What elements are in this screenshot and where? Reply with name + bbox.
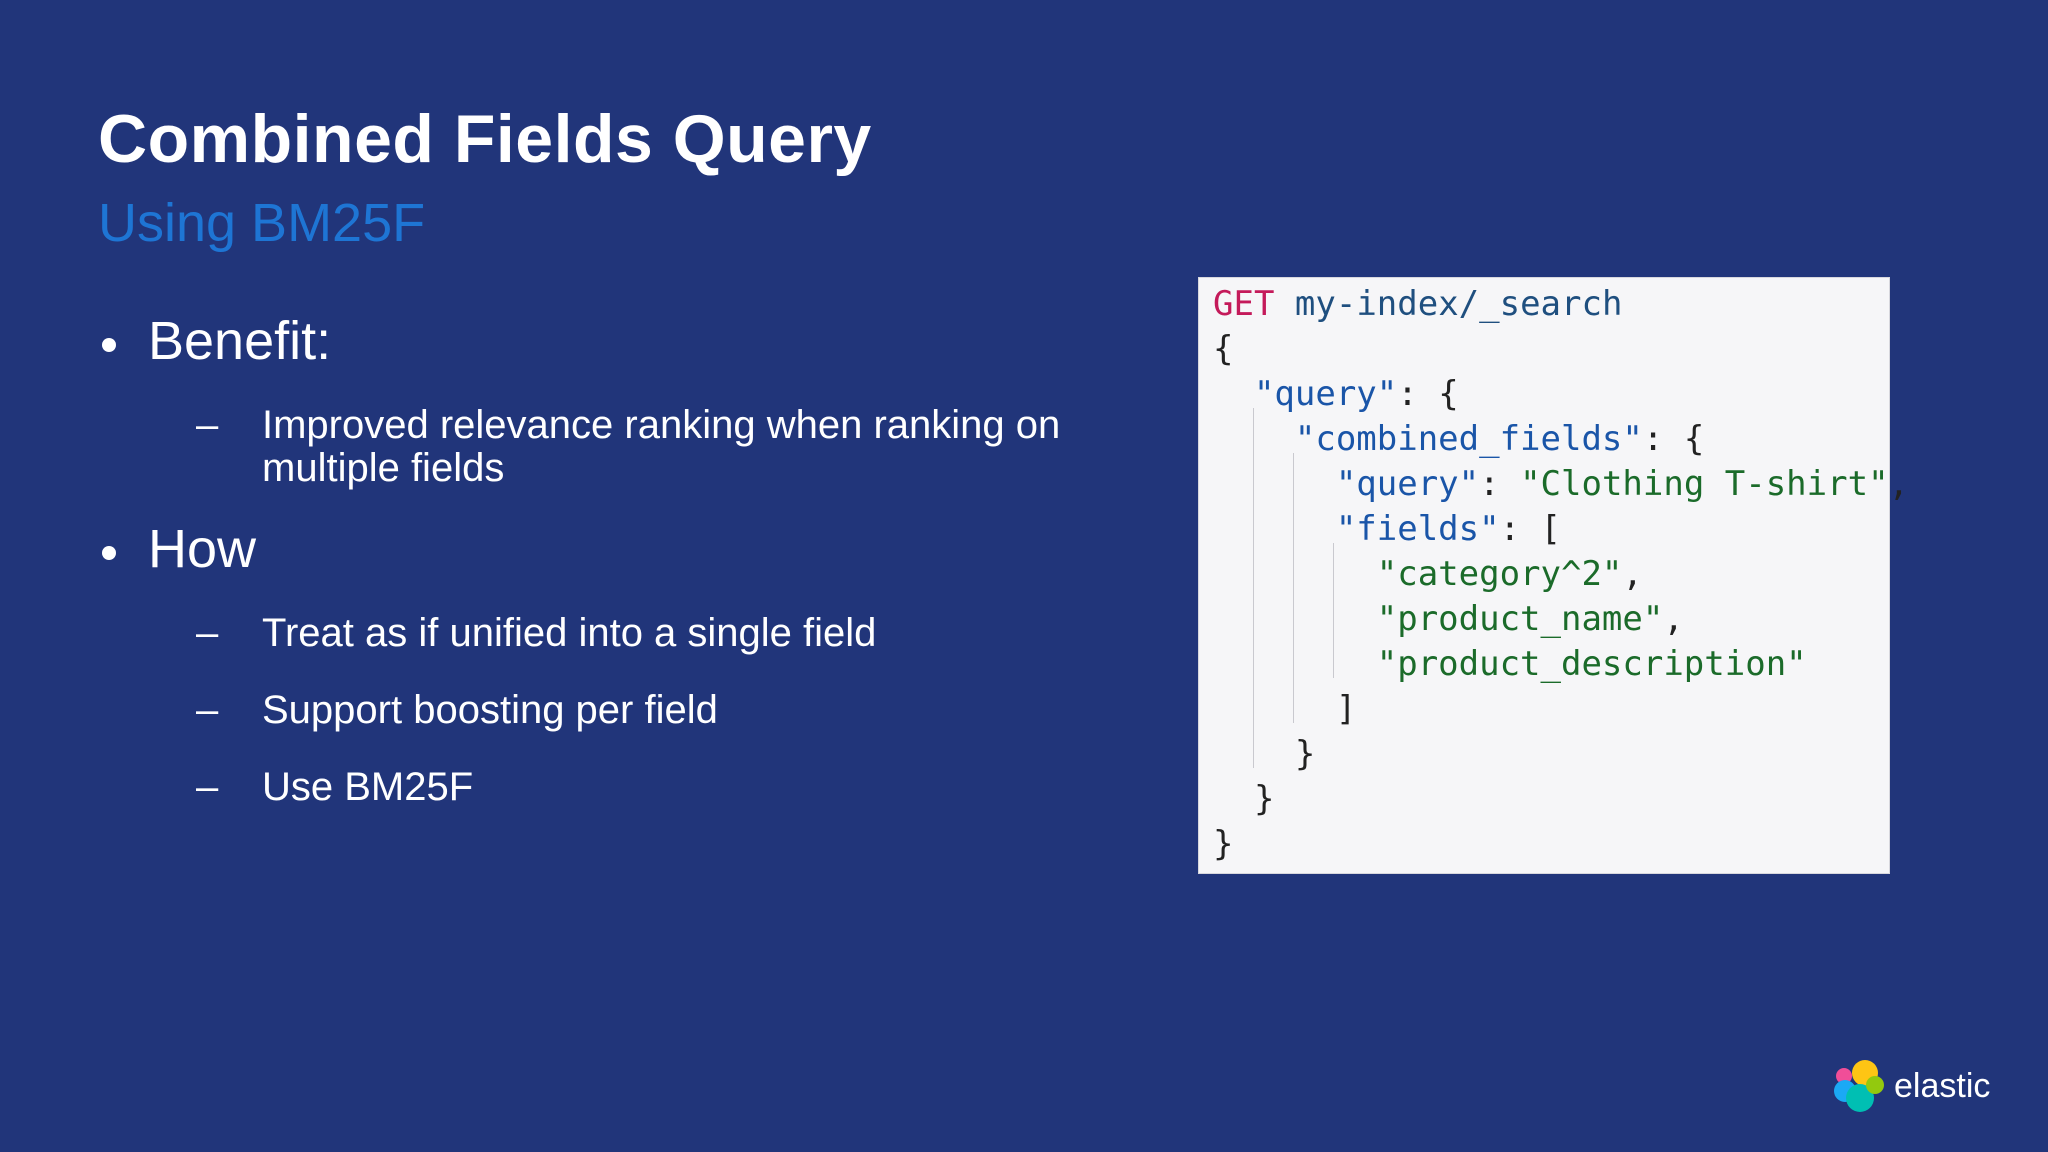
bullet-label: Benefit: xyxy=(148,311,332,371)
code-line: ] xyxy=(1335,689,1357,729)
bullet-dot-icon xyxy=(102,546,116,560)
code-line: } xyxy=(1253,779,1275,819)
code-example: GET my-index/_search { "query": { "combi… xyxy=(1198,277,1909,874)
indent-guide xyxy=(1253,408,1254,768)
slide-subtitle: Using BM25F xyxy=(98,193,426,253)
sub-item-text: Improved relevance ranking when ranking … xyxy=(262,403,1061,490)
code-line: "query": { xyxy=(1253,374,1459,414)
dash-icon: – xyxy=(196,765,219,809)
dash-icon: – xyxy=(196,688,219,732)
elastic-logo-text: elastic xyxy=(1894,1066,1991,1105)
slide-title: Combined Fields Query xyxy=(98,101,872,177)
code-line: { xyxy=(1213,329,1234,369)
code-line: } xyxy=(1294,734,1316,774)
http-method: GET xyxy=(1213,284,1275,324)
code-line: "category^2", xyxy=(1376,554,1643,594)
elastic-logo-icon xyxy=(1832,1058,1888,1114)
dash-icon: – xyxy=(196,403,219,447)
sub-item-text: Treat as if unified into a single field xyxy=(262,611,877,655)
elastic-logo: elastic xyxy=(1832,1056,1990,1116)
code-line: } xyxy=(1213,824,1234,864)
code-line: "query": "Clothing T-shirt", xyxy=(1335,464,1910,504)
bullet-label: How xyxy=(148,519,257,579)
code-line: "product_name", xyxy=(1376,599,1684,639)
indent-guide xyxy=(1293,453,1294,723)
sub-item-text: Use BM25F xyxy=(262,765,474,809)
sub-item-text: Support boosting per field xyxy=(262,688,718,732)
bullet-dot-icon xyxy=(102,338,116,352)
indent-guide xyxy=(1333,543,1334,678)
code-line: "combined_fields": { xyxy=(1294,419,1705,459)
code-line: "fields": [ xyxy=(1335,509,1562,549)
dash-icon: – xyxy=(196,611,219,655)
request-path: my-index/_search xyxy=(1294,284,1623,324)
code-line: "product_description" xyxy=(1376,644,1807,684)
code-line-request: GET my-index/_search xyxy=(1213,282,1622,327)
